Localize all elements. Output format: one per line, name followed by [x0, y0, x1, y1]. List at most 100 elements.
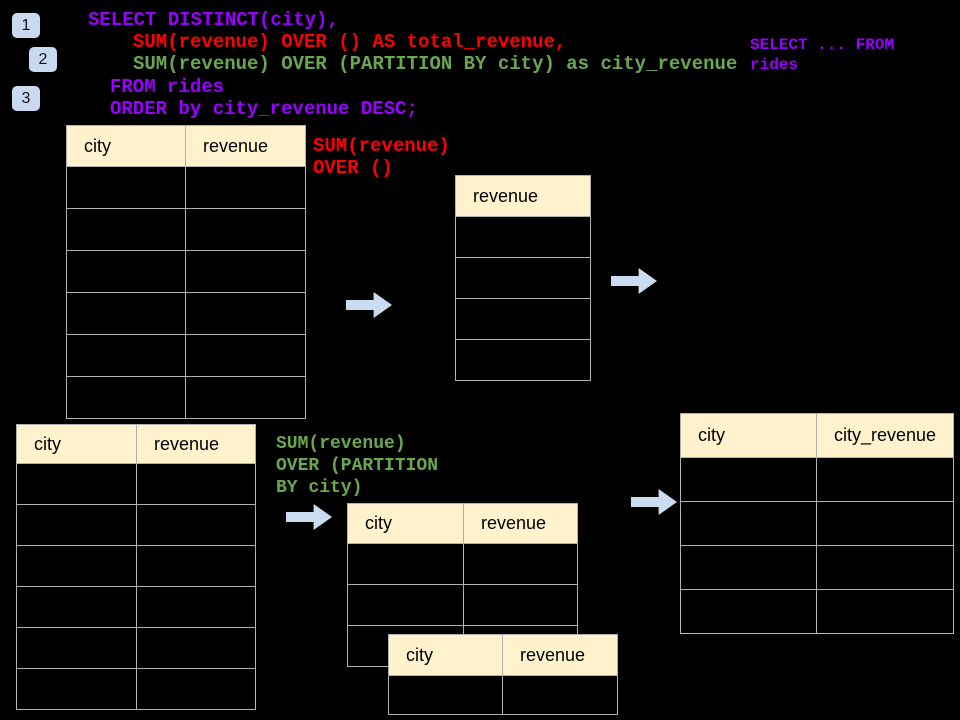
table-total-revenue: revenue — [455, 175, 591, 381]
arrow-right-icon — [611, 268, 657, 294]
partition-annotation-line-3: BY city) — [276, 478, 363, 498]
column-header: revenue — [502, 634, 618, 676]
table-cell — [16, 463, 137, 505]
step-badge-3: 3 — [12, 86, 40, 111]
table-cell — [185, 250, 306, 293]
table-cell — [136, 545, 256, 587]
table-row — [680, 589, 954, 634]
table-cell — [136, 504, 256, 546]
table-cell — [16, 545, 137, 587]
table-row — [680, 457, 954, 502]
partition-annotation-line-1: SUM(revenue) — [276, 434, 406, 454]
step-badge-2: 2 — [29, 47, 57, 72]
table-cell — [136, 586, 256, 628]
table-cell — [502, 675, 618, 715]
column-header: revenue — [185, 125, 306, 167]
column-header: city — [680, 413, 817, 458]
table-cell — [66, 292, 186, 335]
table-cell — [66, 208, 186, 251]
table-cell — [16, 627, 137, 669]
sql-line-total-revenue: SUM(revenue) OVER () AS total_revenue, — [133, 31, 567, 53]
table-cell — [816, 457, 954, 502]
table-cell — [66, 334, 186, 377]
column-header: city — [66, 125, 186, 167]
table-cell — [455, 339, 591, 381]
step-badge-1: 1 — [12, 13, 40, 38]
partition-annotation-line-2: OVER (PARTITION — [276, 456, 439, 476]
table-cell — [816, 501, 954, 546]
table-cell — [463, 543, 578, 585]
column-header: revenue — [136, 424, 256, 464]
arrow-right-icon — [286, 504, 332, 530]
table-cell — [680, 589, 817, 634]
table-cell — [136, 627, 256, 669]
table-cell — [455, 216, 591, 258]
table-row — [66, 208, 306, 251]
table-row — [66, 250, 306, 293]
table-row — [16, 545, 256, 587]
table-row — [455, 339, 591, 381]
table-row — [66, 376, 306, 419]
side-note-line-1: SELECT ... FROM — [750, 36, 895, 54]
table-row — [16, 586, 256, 628]
column-header: city — [16, 424, 137, 464]
table-cell — [16, 668, 137, 710]
column-header: revenue — [455, 175, 591, 217]
table-cell — [680, 501, 817, 546]
table-row — [66, 166, 306, 209]
table-row — [680, 501, 954, 546]
table-cell — [185, 166, 306, 209]
table-cell — [16, 504, 137, 546]
column-header: city_revenue — [816, 413, 954, 458]
arrow-right-icon — [631, 489, 677, 515]
table-cell — [680, 545, 817, 590]
table-cell — [347, 543, 464, 585]
table-cell — [185, 334, 306, 377]
column-header: revenue — [463, 503, 578, 544]
total-annotation-line-1: SUM(revenue) — [313, 135, 450, 157]
table-cell — [185, 208, 306, 251]
column-header: city — [388, 634, 503, 676]
table-row — [347, 584, 578, 626]
table-cell — [680, 457, 817, 502]
table-cell — [66, 250, 186, 293]
table-row — [66, 334, 306, 377]
table-cell — [816, 545, 954, 590]
sql-line-select: SELECT DISTINCT(city), — [88, 9, 339, 31]
table-cell — [347, 584, 464, 626]
side-note-line-2: rides — [750, 56, 799, 74]
table-cell — [455, 257, 591, 299]
table-row — [455, 216, 591, 258]
table-row — [16, 504, 256, 546]
table-row — [455, 257, 591, 299]
table-row — [455, 298, 591, 340]
table-cell — [136, 463, 256, 505]
table-row — [66, 292, 306, 335]
table-row — [680, 545, 954, 590]
table-cell — [16, 586, 137, 628]
table-cell — [185, 292, 306, 335]
arrow-right-icon — [346, 292, 392, 318]
sql-line-city-revenue: SUM(revenue) OVER (PARTITION BY city) as… — [133, 53, 738, 75]
column-header: city — [347, 503, 464, 544]
table-row — [388, 675, 618, 715]
sql-line-from: FROM rides — [110, 76, 225, 98]
table-cell — [66, 376, 186, 419]
table-cell — [185, 376, 306, 419]
table-row — [16, 463, 256, 505]
table-row — [16, 668, 256, 710]
table-row — [347, 543, 578, 585]
table-cell — [388, 675, 503, 715]
table-cell — [455, 298, 591, 340]
table-cell — [816, 589, 954, 634]
table-cell — [66, 166, 186, 209]
table-cell — [136, 668, 256, 710]
table-cell — [463, 584, 578, 626]
total-annotation-line-2: OVER () — [313, 157, 393, 179]
